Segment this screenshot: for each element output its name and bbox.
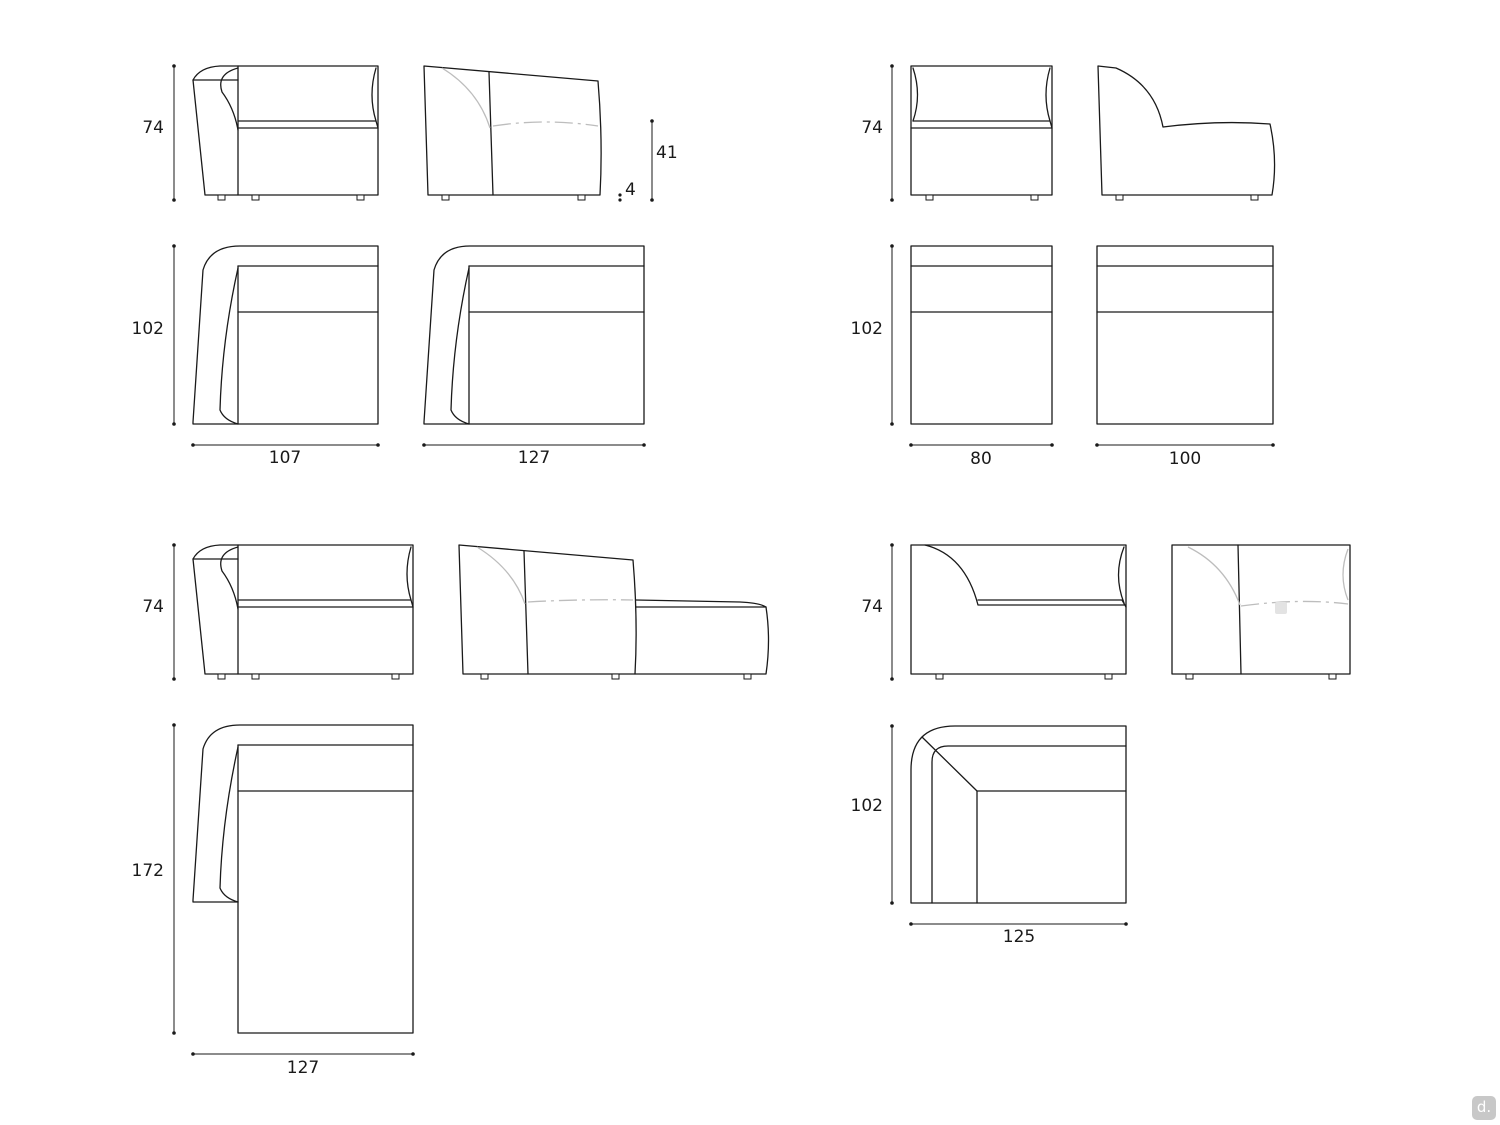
dim-tl-seat-height: 41 (656, 143, 678, 163)
dim-tl-height: 74 (142, 118, 164, 138)
module-chaise-longue-group (192, 544, 770, 1034)
dim-bl-height: 74 (142, 597, 164, 617)
chaise-plan-172 (192, 724, 414, 1034)
dim-tr-width-a: 80 (970, 449, 992, 469)
armchair-end-plan-107 (192, 245, 379, 425)
corner-plan-125 (910, 725, 1127, 904)
dim-tl-width-a: 107 (269, 448, 301, 468)
armchair-end-plan-127 (423, 245, 645, 425)
armchair-end-side-view (423, 65, 602, 201)
chaise-front-view (192, 544, 414, 680)
module-corner-group (910, 544, 1351, 904)
chaise-side-view (458, 544, 770, 680)
armchair-end-front-view (192, 65, 379, 201)
dimension-lines: 74 41 4 102 107 127 74 102 80 100 74 172… (132, 64, 1275, 1078)
central-plan-100 (1096, 245, 1274, 425)
dim-br-height: 74 (861, 597, 883, 617)
dim-bl-depth: 172 (132, 861, 164, 881)
dim-tr-width-b: 100 (1169, 449, 1201, 469)
dim-br-depth: 102 (851, 796, 883, 816)
dim-tl-feet: 4 (625, 180, 636, 200)
dim-tr-depth: 102 (851, 319, 883, 339)
dim-tr-height: 74 (861, 118, 883, 138)
dim-tl-width-b: 127 (518, 448, 550, 468)
central-side-view (1097, 65, 1276, 201)
module-armchair-end-group (192, 65, 645, 425)
dim-br-width: 125 (1003, 927, 1035, 947)
dim-bl-width: 127 (287, 1058, 319, 1078)
corner-front-view (910, 544, 1127, 680)
central-plan-80 (910, 245, 1053, 425)
watermark-logo: d. (1472, 1096, 1496, 1120)
central-front-view (910, 65, 1053, 201)
module-central-group (910, 65, 1276, 425)
dim-tl-depth: 102 (132, 319, 164, 339)
corner-side-view (1171, 544, 1351, 680)
